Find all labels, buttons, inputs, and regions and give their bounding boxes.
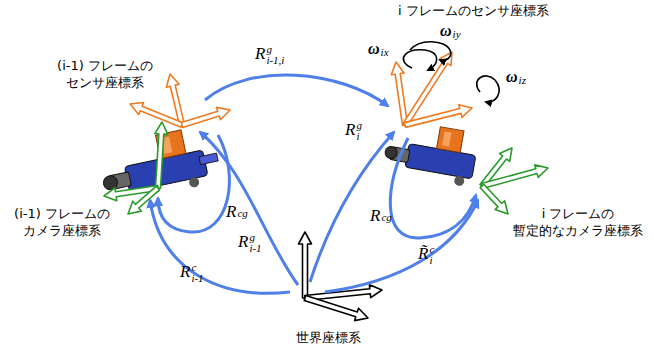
axis-arrow <box>481 165 548 189</box>
rotation-label: Rcg <box>226 202 248 222</box>
index-group: ix <box>381 47 389 58</box>
axis-arrow <box>128 186 160 214</box>
subscript: iz <box>519 75 526 86</box>
rotation-label: Rgi-1 <box>238 232 262 254</box>
symbol: R <box>370 206 380 225</box>
rotation-label: Rcg <box>370 206 392 226</box>
rotation-arrows <box>150 75 478 293</box>
symbol: R <box>226 202 236 221</box>
angular-velocity-label: ωiz <box>506 68 526 86</box>
superscript: cg <box>381 212 391 223</box>
frame-title: i フレームの 暫定的なカメラ座標系 <box>508 206 648 240</box>
axis-arrow <box>391 62 407 125</box>
index-group: cg <box>381 212 391 223</box>
axis-arrow <box>480 184 508 214</box>
axis-arrow <box>155 122 168 188</box>
frame-title: i フレームのセンサ座標系 <box>398 3 598 20</box>
superscript: c <box>429 244 434 255</box>
index-group: cg <box>237 208 247 219</box>
frame-title: (i-1) フレームの カメラ座標系 <box>6 206 118 240</box>
rotation-label: Rci-1 <box>180 262 204 284</box>
symbol: R̃ <box>418 244 428 263</box>
index-group: ci <box>429 244 434 266</box>
symbol: R <box>255 44 265 63</box>
superscript: g <box>249 232 261 243</box>
symbol: ω <box>440 22 452 39</box>
axis-arrow <box>130 103 183 128</box>
symbol: R <box>345 120 355 139</box>
subscript: ix <box>381 47 389 58</box>
axis-arrow <box>299 232 312 298</box>
angular-velocity-label: ωiy <box>440 22 461 40</box>
symbol: R <box>238 232 248 251</box>
frame-title: 世界座標系 <box>296 330 386 347</box>
subscript: i-1 <box>191 273 203 284</box>
angular-velocity-label: ωix <box>368 40 389 58</box>
axis-arrow <box>404 105 472 128</box>
subscript: i-1,i <box>266 55 284 66</box>
symbol: ω <box>506 68 518 85</box>
frame-title: (i-1) フレームの センサ座標系 <box>46 58 164 92</box>
superscript: g <box>266 44 284 55</box>
index-group: gi-1 <box>249 232 261 254</box>
axis-arrow <box>304 296 368 321</box>
symbol: ω <box>368 40 380 57</box>
index-group: iy <box>453 29 461 40</box>
rotation-label: Rgi <box>345 120 362 142</box>
symbol: R <box>180 262 190 281</box>
subscript: i-1 <box>249 243 261 254</box>
rotation-label: R̃ci <box>418 244 434 266</box>
rotation-label: Rgi-1,i <box>255 44 284 66</box>
index-group: gi-1,i <box>266 44 284 66</box>
angular-velocity-arrows <box>403 42 499 102</box>
superscript: cg <box>237 208 247 219</box>
coordinate-axes <box>104 52 548 321</box>
subscript: iy <box>453 29 461 40</box>
superscript: g <box>356 120 362 131</box>
subscript: i <box>356 131 362 142</box>
index-group: gi <box>356 120 362 142</box>
superscript: c <box>191 262 203 273</box>
subscript: i <box>429 255 434 266</box>
axis-arrow <box>181 107 230 127</box>
index-group: iz <box>519 75 526 86</box>
index-group: ci-1 <box>191 262 203 284</box>
